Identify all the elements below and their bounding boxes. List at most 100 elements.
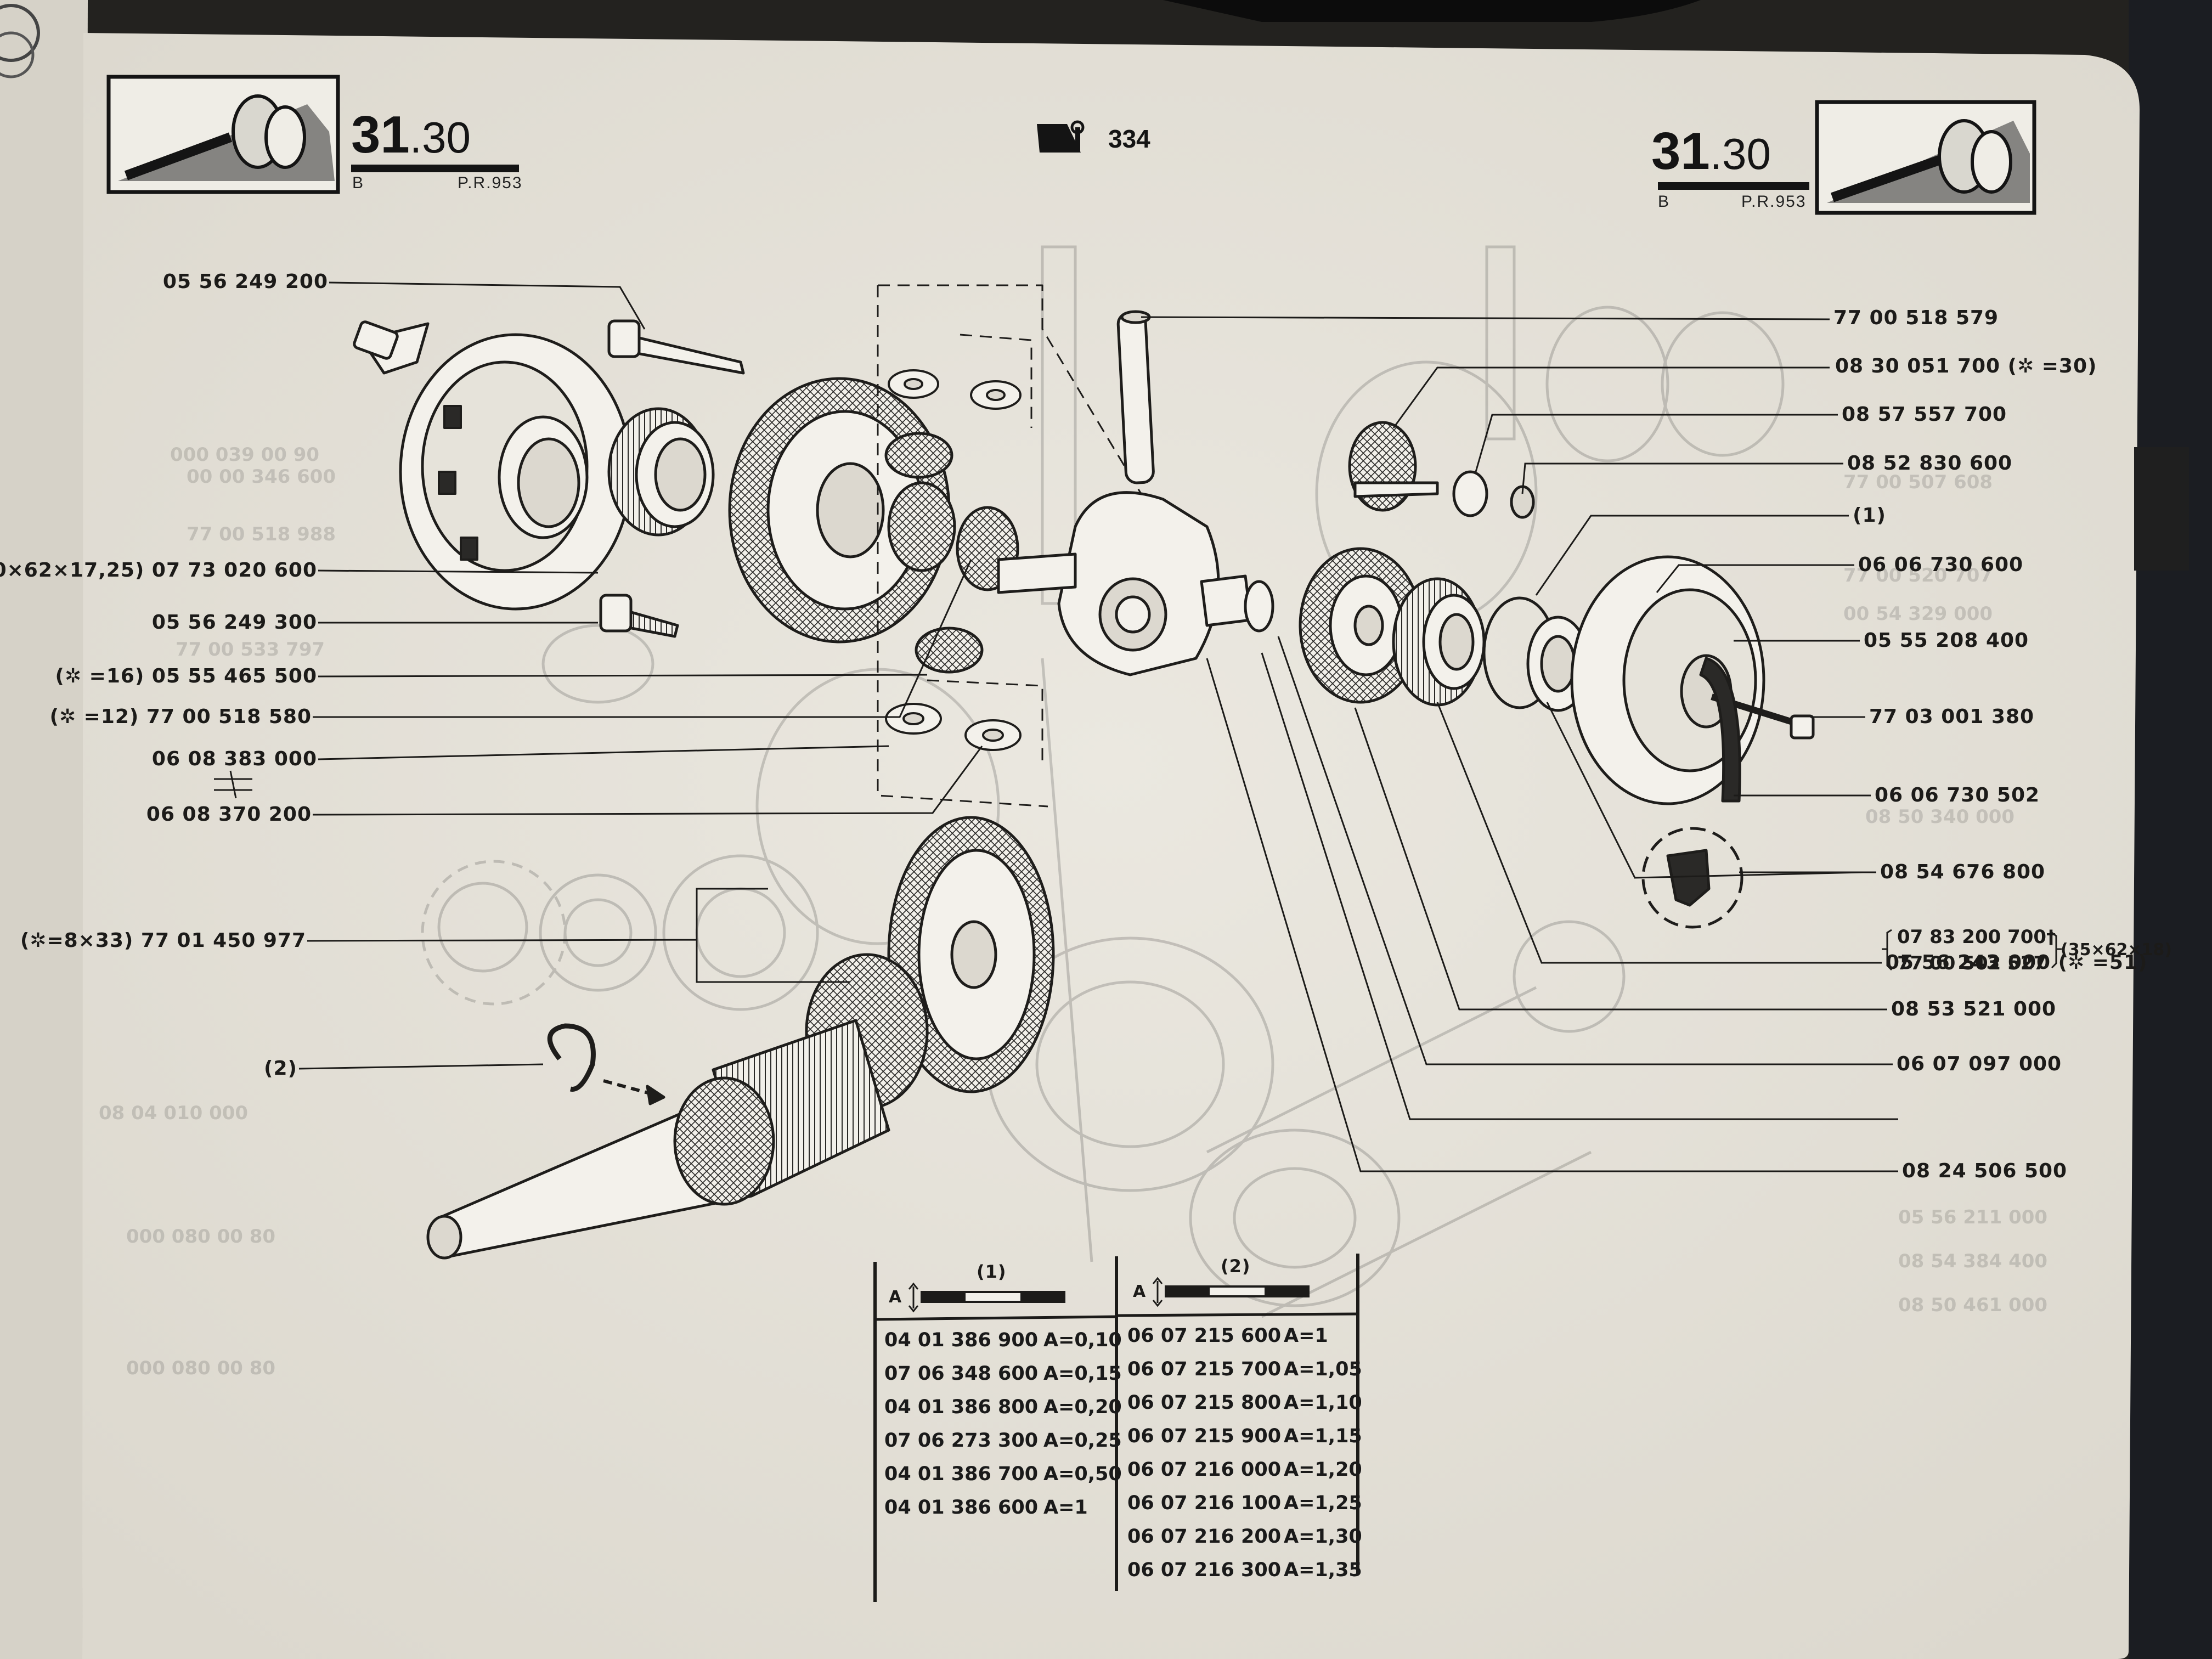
shim-ref: 06 07 216 300 [1127,1559,1282,1581]
svg-text:000 080 00 80: 000 080 00 80 [126,1357,275,1379]
svg-text:77 00 533 797: 77 00 533 797 [176,639,325,661]
shim-ref: 07 06 273 300 [884,1430,1039,1452]
svg-text:77 00 518 988: 77 00 518 988 [187,523,336,545]
svg-text:00 54 329 000: 00 54 329 000 [1843,603,1993,625]
bolt-upper [607,319,745,375]
section-major-left: 31 [351,105,410,164]
page-reference-icon [1037,120,1085,153]
section-letter-right: B [1658,193,1671,211]
callout-right-13: 06 07 097 000 [1897,1053,2062,1075]
shim-value: A=1,20 [1284,1459,1362,1481]
shim-value: A=1,05 [1284,1358,1362,1380]
shim-value: A=1,30 [1284,1526,1362,1548]
shim-col1-axis-label: A [889,1288,902,1307]
svg-text:08 50 340 000: 08 50 340 000 [1865,806,2015,828]
previous-page-edge [0,0,88,1659]
shim-ref: 06 07 215 700 [1127,1358,1282,1380]
section-thumb-tab [2134,447,2189,571]
bearing-pair-size: (35×62×18) [2061,940,2172,960]
callout-right-11: 05 56 243 000 (✲ =51) [1886,951,2148,974]
shim-value: A=1,10 [1284,1392,1362,1414]
callout-right-9: 06 06 730 502 [1875,784,2040,806]
callout-right-6: 06 06 730 600 [1858,554,2024,576]
bearing-flange-right [1570,555,1815,805]
section-minor-left: .30 [409,113,471,162]
model-code-left: P.R.953 [458,174,523,192]
section-subline-left: B P.R.953 [352,174,523,192]
tapered-bearing-right [1392,577,1486,707]
callout-left-3: 05 56 249 300 [151,611,317,634]
shim-value: A=0,10 [1043,1329,1122,1351]
leader-lines [214,281,2062,1172]
shim-value: A=1,15 [1284,1425,1362,1447]
shim-ref: 06 07 216 000 [1127,1459,1282,1481]
shim-value: A=1 [1284,1325,1328,1347]
shim-ref: 06 07 215 900 [1127,1425,1282,1447]
svg-text:000 039 00 90: 000 039 00 90 [170,444,319,466]
section-major-right: 31 [1651,122,1710,180]
callout-right-12: 08 53 521 000 [1891,998,2057,1020]
differential-housing [997,491,1274,676]
circlip [547,1023,665,1105]
planet-gears [884,432,1019,674]
section-number-right: 31.30 [1651,125,1771,178]
shim-value: A=0,20 [1043,1396,1122,1418]
svg-text:05 56 211 000: 05 56 211 000 [1898,1206,2047,1228]
shim-value: A=0,50 [1043,1463,1122,1485]
speedometer-gear [1299,547,1423,704]
shim-ref: 06 07 216 200 [1127,1526,1282,1548]
shim-ref: 06 07 216 100 [1127,1492,1282,1514]
bearing-pair-line-1: 07 83 200 700† [1897,926,2056,948]
crown-wheel-lower [887,816,1055,1093]
callout-left-6: 06 08 383 000 [151,748,317,770]
svg-text:08 54 384 400: 08 54 384 400 [1898,1250,2047,1272]
section-letter-left: B [352,174,365,192]
bearing-flange-left [353,320,633,611]
bolt-lower [599,594,679,638]
callout-right-5: (1) [1853,504,1886,527]
header-thumbnail-right [1815,100,2036,215]
bleed-through-text: 000 039 00 90 00 00 346 600 77 00 518 98… [99,444,2047,1379]
page-number: 334 [1108,125,1150,153]
tapered-bearing-left [607,407,715,537]
callout-right-2: 08 30 051 700 (✲ =30) [1835,355,2097,377]
callout-right-7: 05 55 208 400 [1864,629,2029,652]
callout-right-8: 77 03 001 380 [1869,706,2035,728]
callout-left-7: 06 08 370 200 [146,803,312,826]
exploded-view-drawing [353,284,1815,1260]
callout-right-3: 08 57 557 700 [1842,403,2007,426]
callout-right-1: 77 00 518 579 [1833,307,1999,329]
shim-ref: 04 01 386 900 [884,1329,1039,1351]
shim-value: A=0,15 [1043,1363,1122,1385]
callout-left-4: (✲ =16) 05 55 465 500 [55,665,317,687]
seal-detail-circle [1641,827,1743,929]
model-code-right: P.R.953 [1741,193,1807,211]
section-minor-right: .30 [1709,129,1771,178]
shim-col2-axis-label: A [1133,1282,1147,1301]
cross-pin [1116,310,1155,484]
section-subline-right: B P.R.953 [1658,193,1807,211]
assembly-dashed-frame [877,284,1142,808]
callout-right-14: 08 24 506 500 [1902,1160,2068,1182]
callout-left-1: 05 56 249 200 [162,270,328,293]
shim-ref: 07 06 348 600 [884,1363,1039,1385]
shim-ref: 04 01 386 600 [884,1497,1039,1519]
callout-right-4: 08 52 830 600 [1847,452,2013,475]
shim-ref: 06 07 215 600 [1127,1325,1282,1347]
shim-col1-header: (1) [977,1261,1007,1282]
previous-page-text [0,4,40,78]
shim-value: A=0,25 [1043,1430,1122,1452]
